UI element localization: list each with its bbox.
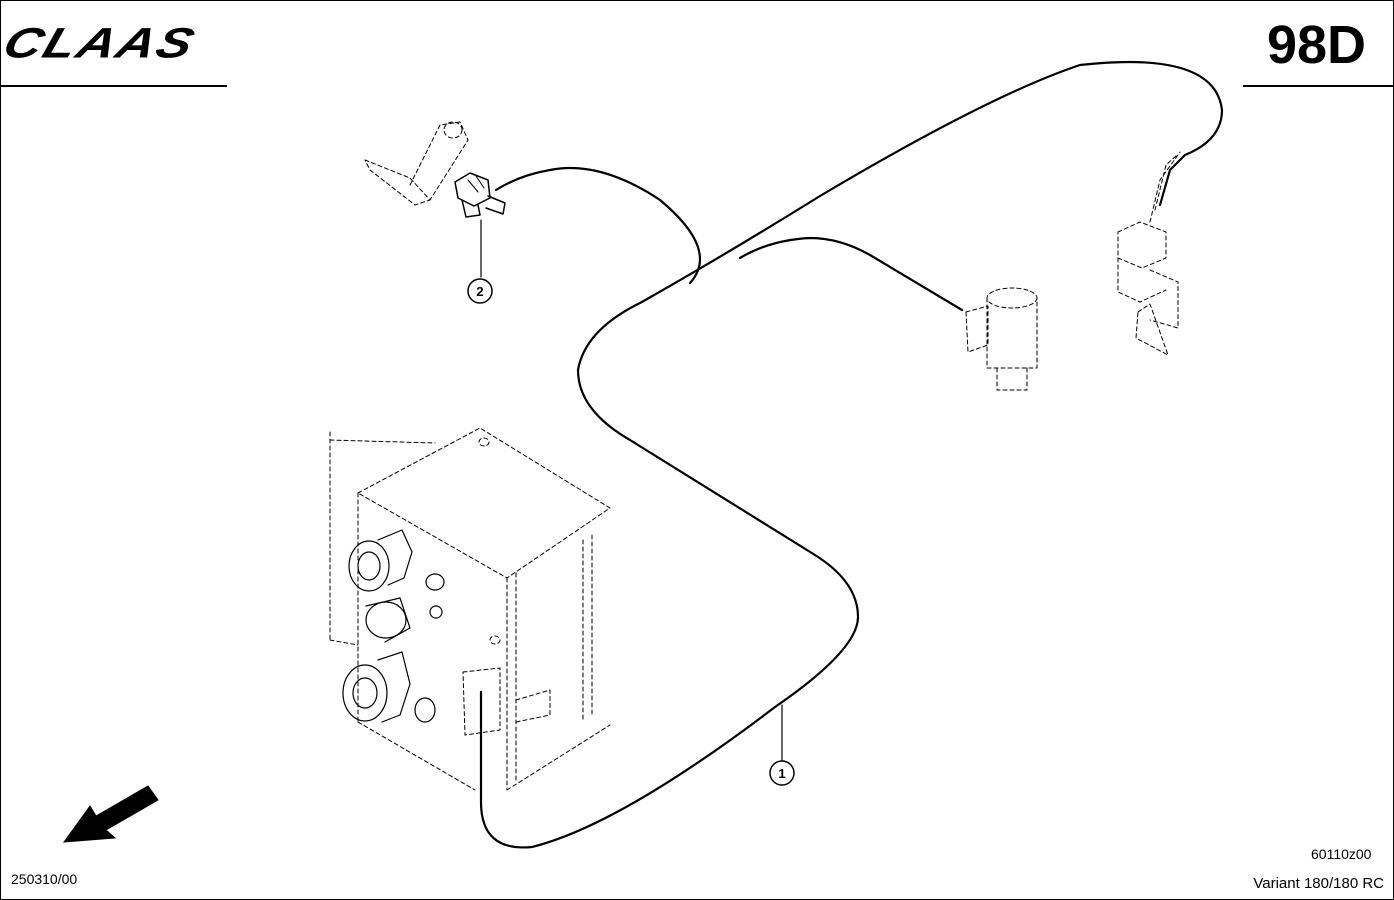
wiring-harness-1 <box>479 60 1224 849</box>
header-rule-right <box>1243 85 1393 87</box>
callout-2: 2 <box>467 278 493 304</box>
solenoid-valve <box>965 287 1038 391</box>
lever-arm <box>364 121 469 206</box>
page-id: 98D <box>1266 15 1366 75</box>
svg-text:2: 2 <box>476 284 483 299</box>
direction-arrow-icon <box>62 785 159 843</box>
date-code: 250310/00 <box>11 871 78 887</box>
svg-text:1: 1 <box>778 766 785 781</box>
control-box <box>329 427 611 791</box>
sensor-2 <box>454 172 506 218</box>
header-rule-left <box>0 85 227 87</box>
drawing-number: 60110z00 <box>1311 846 1372 862</box>
harness-dashed-end <box>1154 155 1177 211</box>
connector-bracket <box>1117 151 1181 356</box>
model-variant: Variant 180/180 RC <box>1253 875 1384 892</box>
control-box-connectors <box>342 529 501 736</box>
callout-1: 1 <box>769 760 795 786</box>
